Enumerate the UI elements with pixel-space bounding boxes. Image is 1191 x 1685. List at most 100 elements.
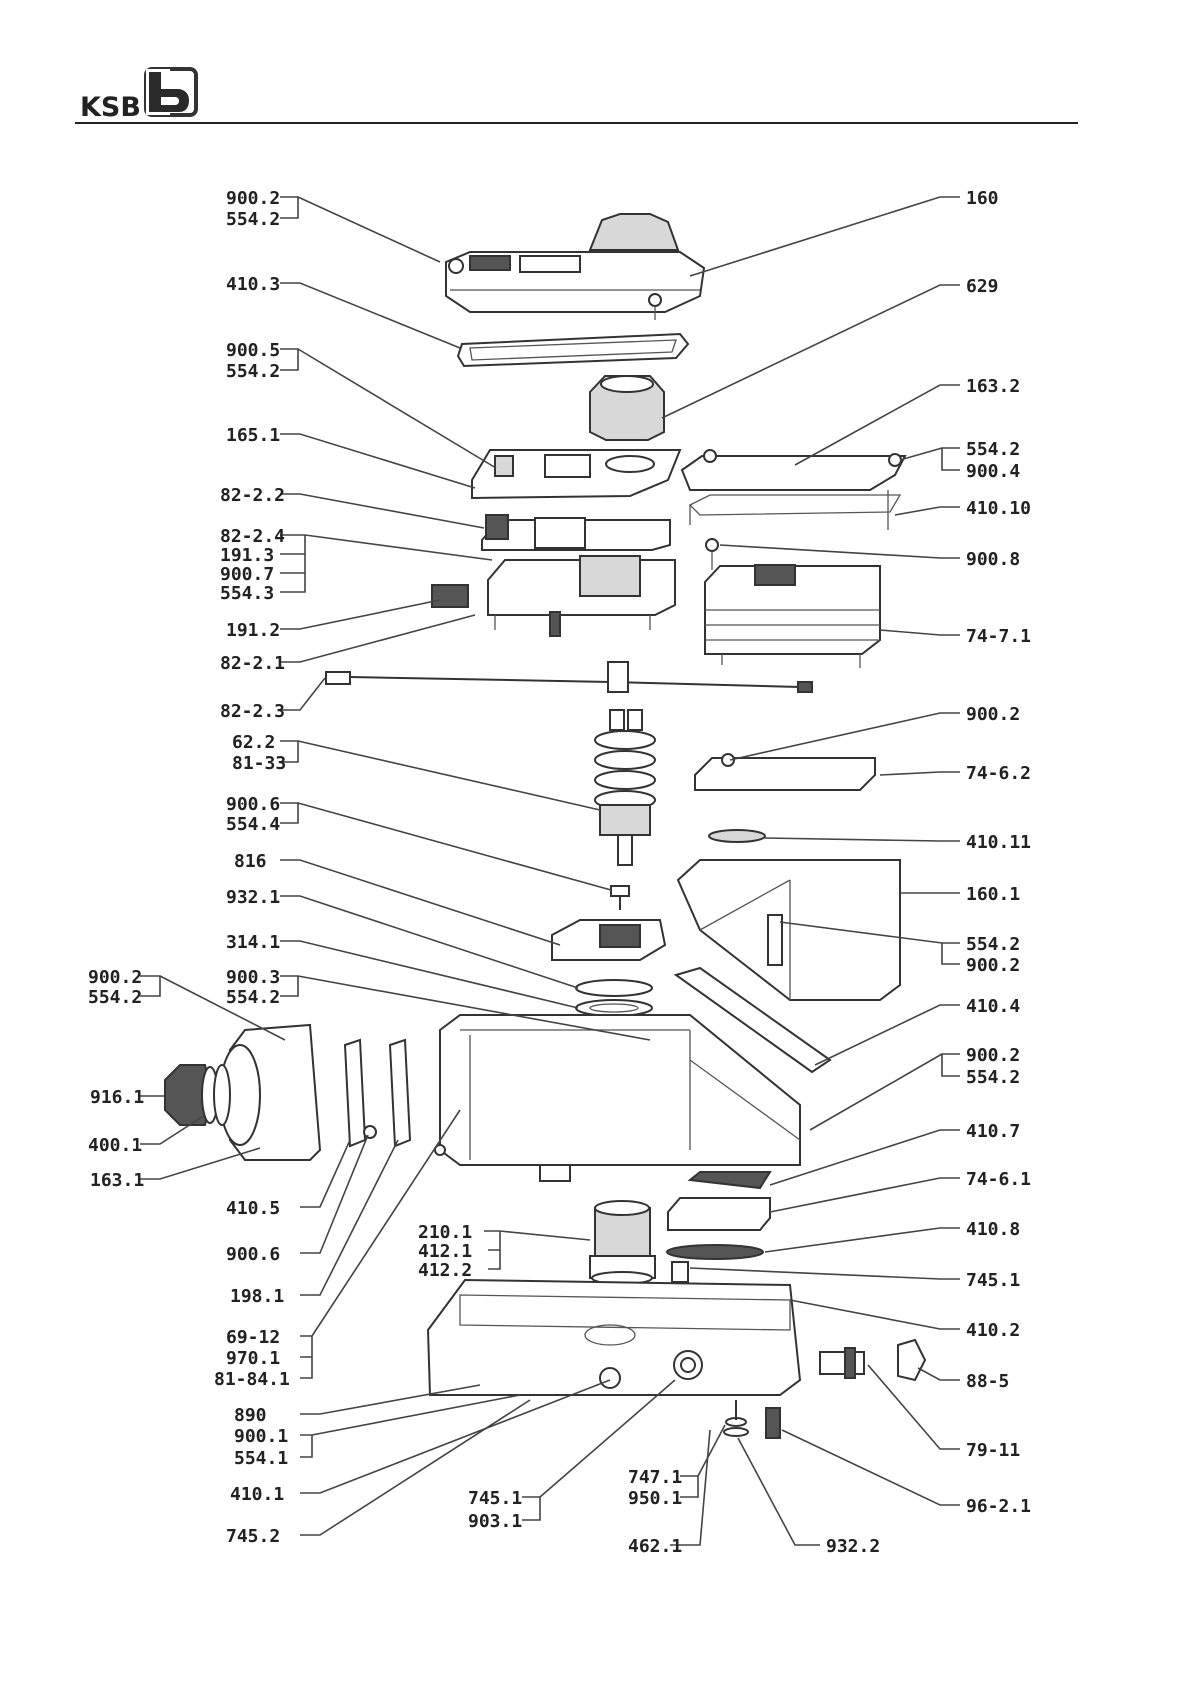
part-74-6-2 (694, 757, 876, 791)
label-81-84-1: 81-84.1 (214, 1369, 290, 1390)
label-412-1: 412.1 (418, 1241, 472, 1262)
label-82-2-3: 82-2.3 (220, 701, 285, 722)
label-900-8: 900.8 (966, 549, 1020, 570)
label-903-1: 903.1 (468, 1511, 522, 1532)
label-62-2: 62.2 (232, 732, 275, 753)
label-410-5: 410.5 (226, 1198, 280, 1219)
label-81-33: 81-33 (232, 753, 286, 774)
label-96-2-1: 96-2.1 (966, 1496, 1031, 1517)
label-410-3: 410.3 (226, 274, 280, 295)
label-79-11: 79-11 (966, 1440, 1020, 1461)
ksb-logo-icon (144, 67, 198, 117)
label-410-7: 410.7 (966, 1121, 1020, 1142)
label-745-1: 745.1 (966, 1270, 1020, 1291)
label-554-2: 554.2 (966, 439, 1020, 460)
label-82-2-4: 82-2.4 (220, 526, 285, 547)
part-932-2 (723, 1427, 749, 1437)
label-160: 160 (966, 188, 999, 209)
label-165-1: 165.1 (226, 425, 280, 446)
label-88-5: 88-5 (966, 1371, 1009, 1392)
part-gasket-410-5 (343, 1038, 367, 1148)
part-ring-314-1 (575, 999, 653, 1017)
label-74-6-2: 74-6.2 (966, 763, 1031, 784)
part-745-1-upper (671, 1261, 689, 1283)
label-745-1: 745.1 (468, 1488, 522, 1509)
part-ring-932-1 (575, 979, 653, 997)
label-400-1: 400.1 (88, 1135, 142, 1156)
label-163-2: 163.2 (966, 376, 1020, 397)
part-cable-82-2-3 (325, 661, 813, 693)
label-69-12: 69-12 (226, 1327, 280, 1348)
part-163-1 (219, 1023, 322, 1161)
label-900-2: 900.2 (88, 967, 142, 988)
label-629: 629 (966, 276, 999, 297)
part-163-2 (680, 455, 907, 491)
label-970-1: 970.1 (226, 1348, 280, 1369)
label-554-2: 554.2 (226, 987, 280, 1008)
right-labels: 160 629 163.2 554.2 900.4 410.10 900.8 7… (966, 188, 1031, 1517)
label-191-3: 191.3 (220, 545, 274, 566)
brand-logo-text: KSB (80, 92, 141, 123)
label-410-11: 410.11 (966, 832, 1031, 853)
label-900-6: 900.6 (226, 1244, 280, 1265)
label-410-10: 410.10 (966, 498, 1031, 519)
label-900-2: 900.2 (966, 704, 1020, 725)
part-916-1 (164, 1064, 219, 1126)
label-163-1: 163.1 (90, 1170, 144, 1191)
label-554-2: 554.2 (226, 361, 280, 382)
label-747-1: 747.1 (628, 1467, 682, 1488)
label-314-1: 314.1 (226, 932, 280, 953)
part-96-2-1 (765, 1407, 781, 1439)
part-410-8 (666, 1244, 764, 1260)
label-210-1: 210.1 (418, 1222, 472, 1243)
label-462-1: 462.1 (628, 1536, 682, 1557)
left-labels: 900.2 554.2 410.3 900.5 554.2 165.1 82-2… (88, 188, 880, 1557)
label-932-2: 932.2 (826, 1536, 880, 1557)
label-554-2: 554.2 (226, 209, 280, 230)
part-210-1 (589, 1200, 656, 1285)
part-198-1 (388, 1038, 412, 1148)
label-900-6: 900.6 (226, 794, 280, 815)
label-82-2-2: 82-2.2 (220, 485, 285, 506)
label-554-2: 554.2 (88, 987, 142, 1008)
label-816: 816 (234, 851, 267, 872)
label-745-2: 745.2 (226, 1526, 280, 1547)
label-160-1: 160.1 (966, 884, 1020, 905)
part-410-7 (687, 1171, 772, 1190)
label-900-5: 900.5 (226, 340, 280, 361)
part-screw-900-6 (610, 885, 630, 910)
part-shaft-62-2 (594, 709, 656, 866)
part-410-11 (708, 829, 766, 843)
label-554-3: 554.3 (220, 583, 274, 604)
label-554-2: 554.2 (966, 1067, 1020, 1088)
label-900-7: 900.7 (220, 564, 274, 585)
label-900-3: 900.3 (226, 967, 280, 988)
label-198-1: 198.1 (230, 1286, 284, 1307)
label-412-2: 412.2 (418, 1260, 472, 1281)
part-88-5 (897, 1338, 927, 1382)
part-74-6-1 (667, 1197, 771, 1231)
label-950-1: 950.1 (628, 1488, 682, 1509)
label-554-2: 554.2 (966, 934, 1020, 955)
label-900-2: 900.2 (966, 1045, 1020, 1066)
label-82-2-1: 82-2.1 (220, 653, 285, 674)
label-191-2: 191.2 (226, 620, 280, 641)
label-890: 890 (234, 1405, 267, 1426)
part-base (426, 1278, 802, 1396)
part-74-7-1 (704, 538, 881, 668)
label-410-4: 410.4 (966, 996, 1020, 1017)
label-900-4: 900.4 (966, 461, 1020, 482)
label-410-1: 410.1 (230, 1484, 284, 1505)
label-74-7-1: 74-7.1 (966, 626, 1031, 647)
label-932-1: 932.1 (226, 887, 280, 908)
label-900-2: 900.2 (226, 188, 280, 209)
part-gasket-410-10 (688, 494, 902, 516)
label-916-1: 916.1 (90, 1087, 144, 1108)
part-housing-160-1 (676, 859, 901, 1001)
part-cover-160 (445, 213, 706, 320)
leader-lines (140, 196, 960, 1546)
part-79-11 (819, 1347, 865, 1379)
part-pcb-82-2-2 (431, 514, 676, 637)
label-74-6-1: 74-6.1 (966, 1169, 1031, 1190)
page-header: KSB (0, 0, 1191, 130)
